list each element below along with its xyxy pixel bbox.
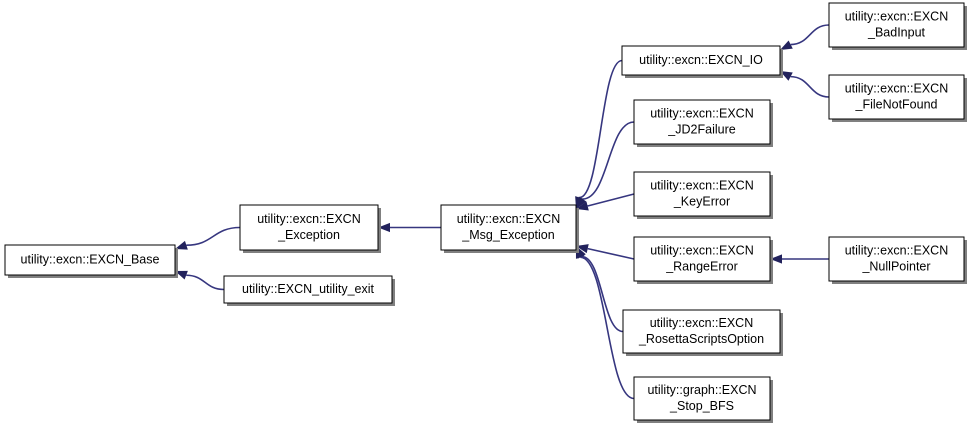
class-node-excn-base[interactable]: utility::excn::EXCN_Base bbox=[4, 244, 178, 278]
inheritance-edge bbox=[780, 24, 830, 50]
edge-line bbox=[790, 75, 830, 98]
node-label-line: utility::excn::EXCN_IO bbox=[639, 53, 763, 67]
node-layer: utility::excn::EXCN_Baseutility::excn::E… bbox=[4, 2, 967, 423]
node-label-line: utility::excn::EXCN bbox=[257, 212, 361, 226]
class-node-excn-utility-exit[interactable]: utility::EXCN_utility_exit bbox=[223, 275, 395, 306]
edge-arrowhead bbox=[576, 196, 587, 209]
inheritance-edge bbox=[780, 71, 830, 98]
node-label-line: _RosettaScriptsOption bbox=[638, 332, 764, 346]
inheritance-edge bbox=[770, 254, 829, 264]
node-box[interactable] bbox=[633, 376, 771, 421]
edge-arrowhead bbox=[576, 201, 589, 211]
class-node-excn-msg-exception[interactable]: utility::excn::EXCN_Msg_Exception bbox=[440, 204, 579, 253]
node-label-line: _FileNotFound bbox=[855, 97, 938, 111]
node-label-line: utility::excn::EXCN bbox=[845, 243, 949, 257]
class-node-excn-key-error[interactable]: utility::excn::EXCN_KeyError bbox=[633, 171, 773, 219]
inheritance-edge bbox=[175, 226, 241, 250]
node-label-line: utility::excn::EXCN bbox=[650, 106, 754, 120]
class-node-excn-bad-input[interactable]: utility::excn::EXCN_BadInput bbox=[828, 2, 967, 50]
edge-arrowhead bbox=[175, 240, 188, 250]
node-box[interactable] bbox=[828, 74, 965, 120]
node-box[interactable] bbox=[622, 309, 781, 354]
node-box[interactable] bbox=[223, 275, 393, 304]
edge-arrowhead bbox=[770, 254, 782, 264]
node-box[interactable] bbox=[621, 45, 781, 76]
edge-line bbox=[579, 59, 623, 199]
node-label-line: _NullPointer bbox=[861, 259, 930, 273]
node-label-line: utility::excn::EXCN bbox=[650, 243, 754, 257]
edge-line bbox=[580, 256, 635, 400]
inheritance-edge bbox=[175, 270, 225, 291]
node-label-line: _Msg_Exception bbox=[461, 228, 554, 242]
edge-layer bbox=[175, 24, 830, 400]
inheritance-edge bbox=[576, 193, 635, 211]
node-label-line: _KeyError bbox=[673, 194, 730, 208]
node-label-line: utility::excn::EXCN bbox=[457, 212, 561, 226]
inheritance-edge bbox=[378, 222, 441, 233]
node-label-line: _Exception bbox=[277, 228, 340, 242]
node-label-line: _JD2Failure bbox=[667, 122, 735, 136]
node-label-line: utility::excn::EXCN bbox=[845, 9, 949, 23]
edge-line bbox=[581, 255, 624, 333]
node-box[interactable] bbox=[633, 236, 771, 282]
class-node-excn-rosetta-scripts-option[interactable]: utility::excn::EXCN_RosettaScriptsOption bbox=[622, 309, 783, 356]
node-label-line: utility::excn::EXCN bbox=[650, 178, 754, 192]
class-node-excn-null-pointer[interactable]: utility::excn::EXCN_NullPointer bbox=[828, 236, 967, 284]
node-label-line: _BadInput bbox=[867, 25, 926, 39]
class-node-excn-stop-bfs[interactable]: utility::graph::EXCN_Stop_BFS bbox=[633, 376, 773, 423]
node-box[interactable] bbox=[633, 171, 771, 217]
edge-line bbox=[790, 24, 830, 46]
edge-arrowhead bbox=[576, 244, 589, 254]
node-box[interactable] bbox=[633, 99, 771, 145]
node-label-line: utility::excn::EXCN bbox=[845, 81, 949, 95]
node-label-line: utility::excn::EXCN_Base bbox=[21, 252, 160, 266]
class-node-excn-range-error[interactable]: utility::excn::EXCN_RangeError bbox=[633, 236, 773, 284]
node-label-line: utility::EXCN_utility_exit bbox=[242, 282, 375, 296]
class-node-excn-io[interactable]: utility::excn::EXCN_IO bbox=[621, 45, 783, 78]
node-label-line: _Stop_BFS bbox=[669, 399, 734, 413]
edge-arrowhead bbox=[378, 222, 390, 233]
edge-line bbox=[587, 193, 635, 207]
edge-line bbox=[587, 247, 635, 260]
node-box[interactable] bbox=[828, 236, 965, 282]
edge-arrowhead bbox=[175, 270, 188, 280]
class-node-excn-file-not-found[interactable]: utility::excn::EXCN_FileNotFound bbox=[828, 74, 967, 122]
node-box[interactable] bbox=[828, 2, 965, 48]
edge-line bbox=[186, 274, 225, 291]
node-label-line: utility::graph::EXCN bbox=[647, 383, 756, 397]
edge-arrowhead bbox=[780, 71, 793, 81]
node-label-line: _RangeError bbox=[665, 259, 738, 273]
edge-line bbox=[582, 121, 635, 200]
class-node-excn-exception[interactable]: utility::excn::EXCN_Exception bbox=[239, 204, 381, 253]
edge-arrowhead bbox=[780, 40, 793, 50]
node-label-line: utility::excn::EXCN bbox=[650, 316, 754, 330]
edge-line bbox=[186, 226, 241, 247]
inheritance-edge bbox=[576, 244, 635, 260]
inheritance-edge bbox=[576, 121, 635, 209]
node-box[interactable] bbox=[239, 204, 379, 251]
class-node-excn-jd2-failure[interactable]: utility::excn::EXCN_JD2Failure bbox=[633, 99, 773, 147]
node-box[interactable] bbox=[4, 244, 176, 276]
node-box[interactable] bbox=[440, 204, 577, 251]
